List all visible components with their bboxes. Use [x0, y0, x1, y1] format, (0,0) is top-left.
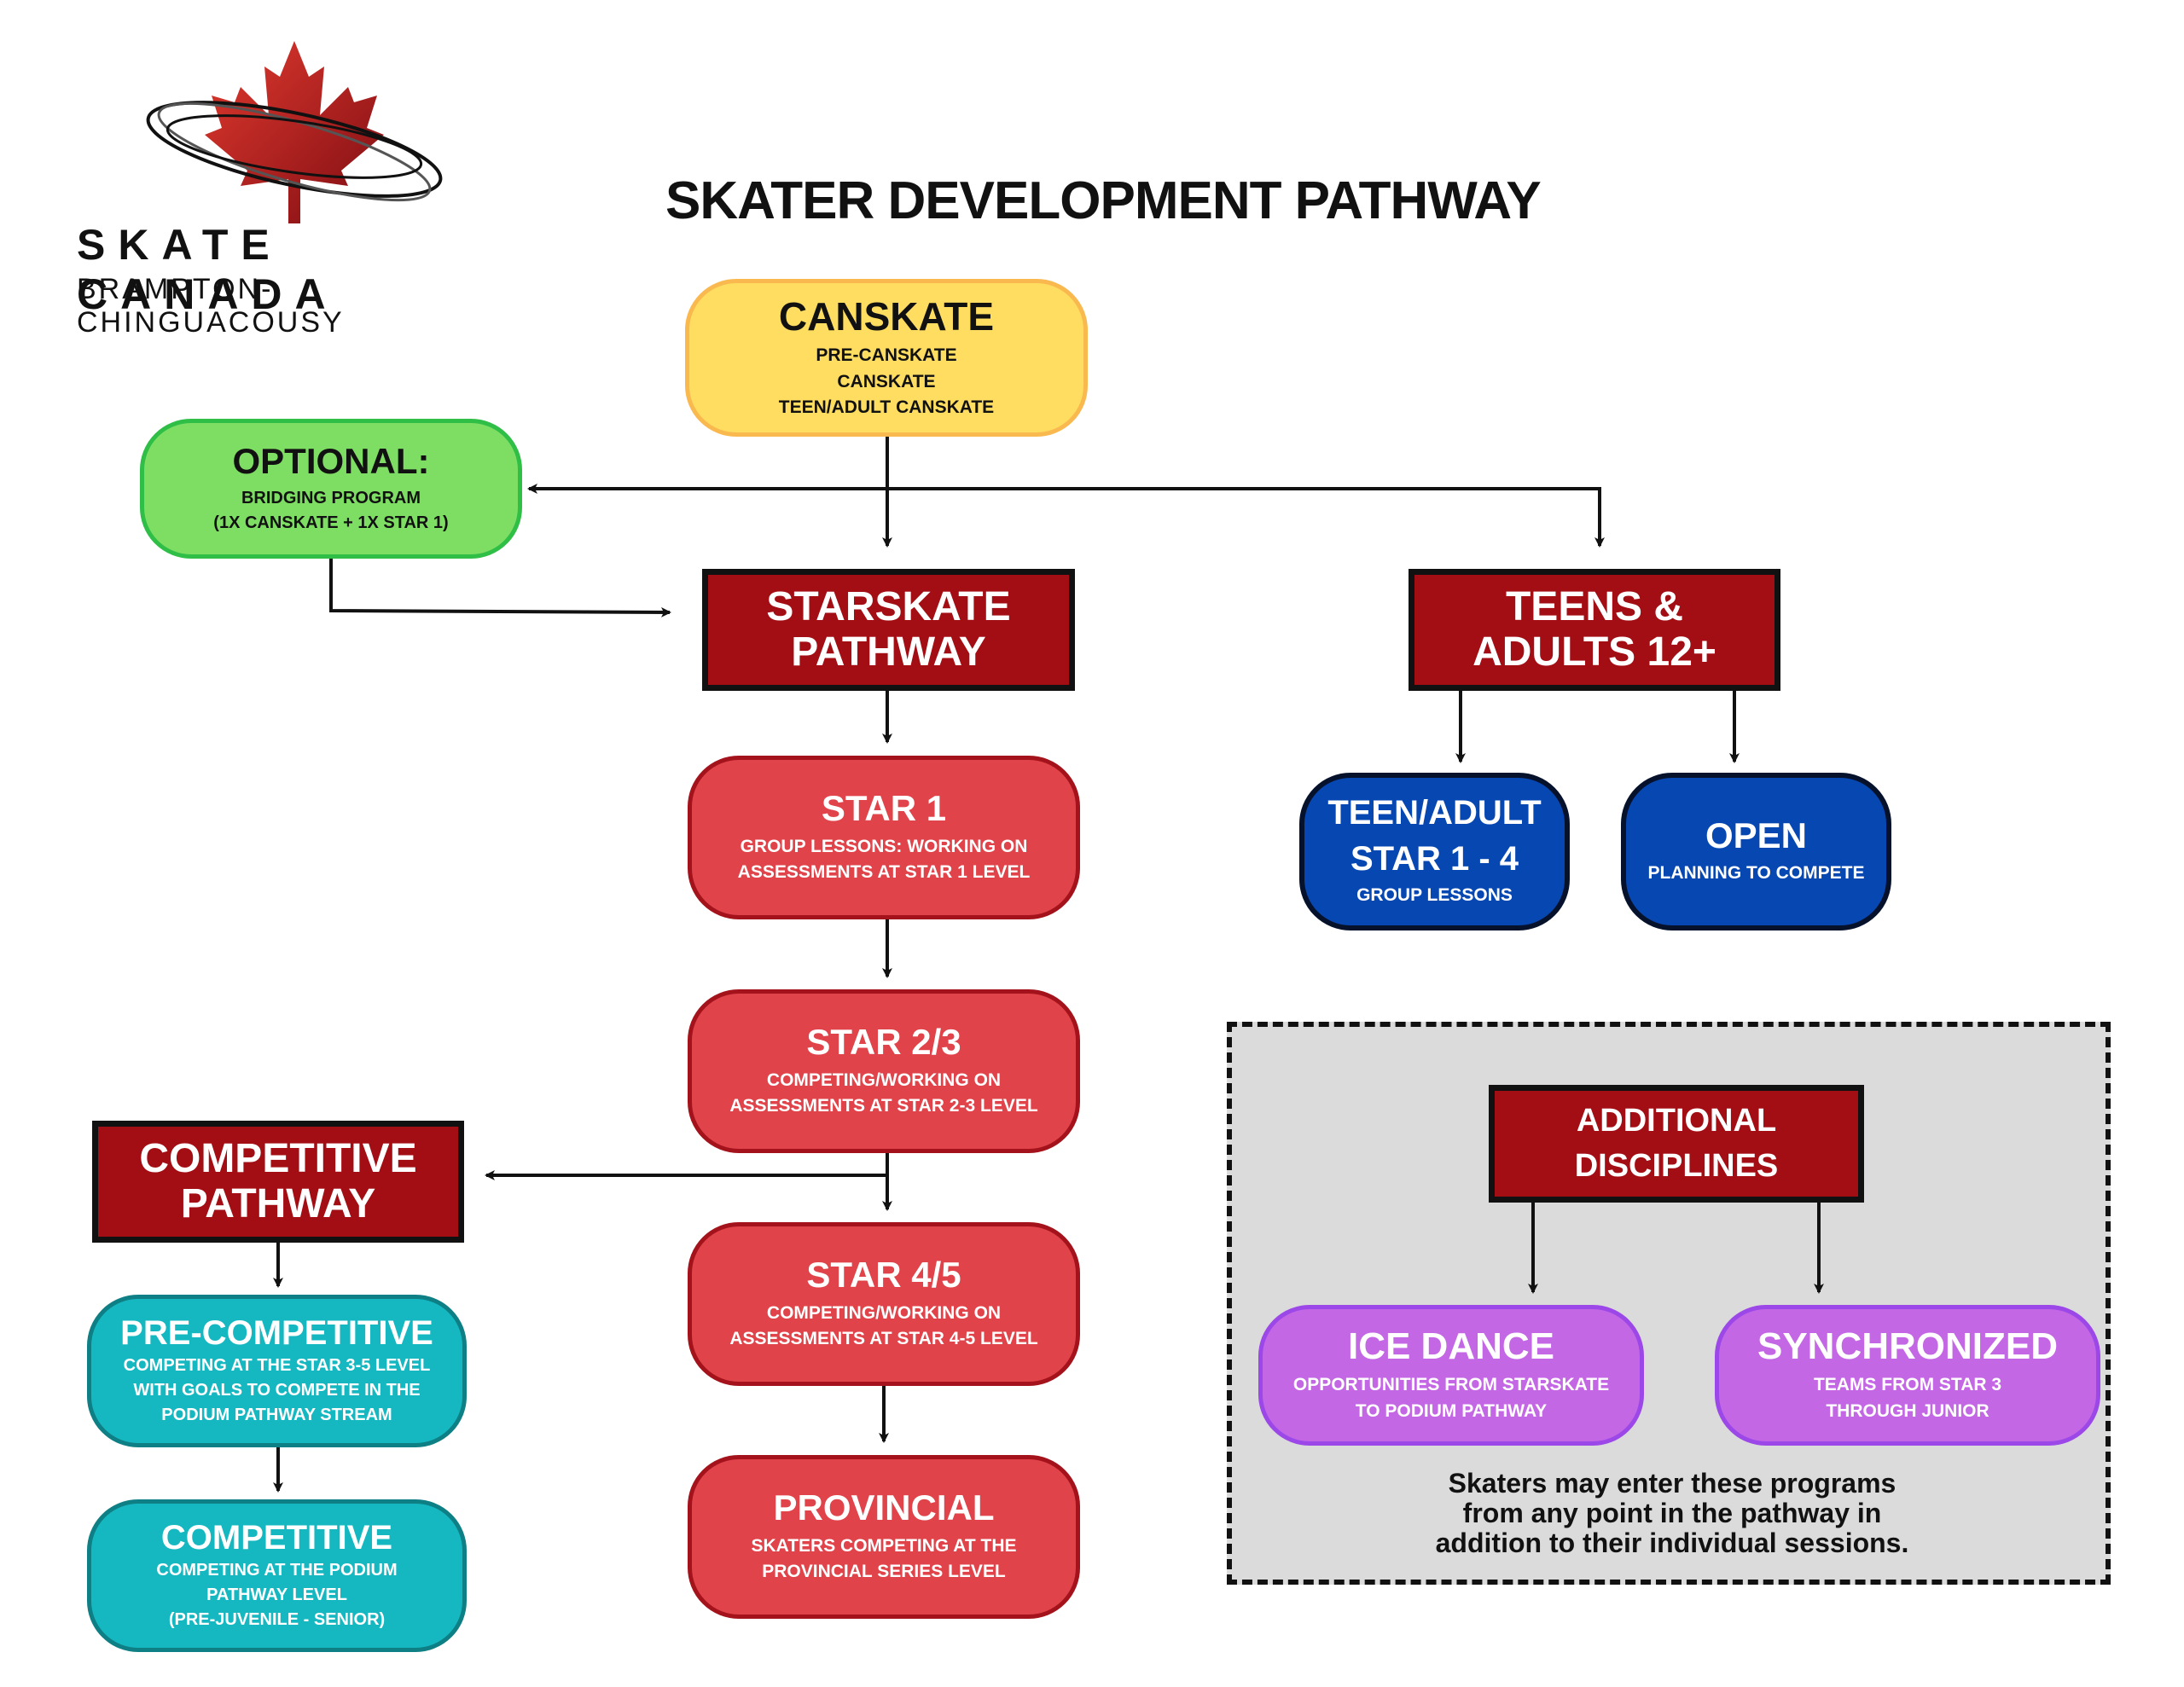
teen-adult-title2: STAR 1 - 4	[1350, 840, 1519, 878]
additional-line: ADDITIONAL	[1576, 1102, 1777, 1139]
teen-adult-title: TEEN/ADULT	[1327, 794, 1542, 832]
brand-name: SKATE CANADA	[77, 221, 339, 318]
canskate-title: CANSKATE	[778, 293, 995, 339]
maple-leaf-icon	[146, 41, 443, 223]
star45-node: STAR 4/5 COMPETING/WORKING ON ASSESSMENT…	[688, 1222, 1080, 1386]
note-line: addition to their individual sessions.	[1435, 1528, 1909, 1559]
teen-adult-line: GROUP LESSONS	[1356, 885, 1513, 906]
competitive-line: COMPETING AT THE PODIUM	[156, 1561, 398, 1580]
additional-disciplines-note: Skaters may enter these programs from an…	[1331, 1468, 2013, 1559]
pre-competitive-line: WITH GOALS TO COMPETE IN THE	[133, 1381, 421, 1400]
star1-line: ASSESSMENTS AT STAR 1 LEVEL	[737, 862, 1031, 883]
ice-dance-node: ICE DANCE OPPORTUNITIES FROM STARSKATE T…	[1258, 1305, 1644, 1446]
teens-line: TEENS &	[1505, 583, 1684, 629]
synchronized-line: THROUGH JUNIOR	[1826, 1400, 1989, 1421]
open-title: OPEN	[1705, 815, 1808, 856]
swoosh-ring-3	[166, 114, 423, 179]
competitive-title: COMPETITIVE	[160, 1519, 393, 1557]
teens-line: ADULTS 12+	[1472, 629, 1716, 675]
provincial-node: PROVINCIAL SKATERS COMPETING AT THE PROV…	[688, 1455, 1080, 1619]
star23-node: STAR 2/3 COMPETING/WORKING ON ASSESSMENT…	[688, 989, 1080, 1153]
edge-optional-starskate	[329, 559, 671, 617]
pre-competitive-title: PRE-COMPETITIVE	[120, 1314, 433, 1352]
competitive-pathway-line: PATHWAY	[180, 1180, 376, 1226]
provincial-line: SKATERS COMPETING AT THE	[751, 1535, 1017, 1556]
edge-canskate-teens	[887, 487, 1605, 548]
synchronized-node: SYNCHRONIZED TEAMS FROM STAR 3 THROUGH J…	[1715, 1305, 2100, 1446]
note-line: Skaters may enter these programs	[1448, 1468, 1896, 1499]
pre-competitive-node: PRE-COMPETITIVE COMPETING AT THE STAR 3-…	[87, 1295, 467, 1447]
optional-line: BRIDGING PROGRAM	[241, 489, 421, 508]
starskate-line: PATHWAY	[791, 629, 986, 675]
star23-line: COMPETING/WORKING ON	[766, 1070, 1002, 1090]
optional-node: OPTIONAL: BRIDGING PROGRAM (1X CANSKATE …	[140, 419, 522, 559]
competitive-line: (PRE-JUVENILE - SENIOR)	[168, 1610, 386, 1629]
brand-subtitle: BRAMPTON-CHINGUACOUSY	[77, 273, 345, 339]
competitive-pathway-line: COMPETITIVE	[139, 1135, 417, 1181]
teen-adult-star-node: TEEN/ADULT STAR 1 - 4 GROUP LESSONS	[1299, 773, 1570, 930]
provincial-line: PROVINCIAL SERIES LEVEL	[762, 1562, 1006, 1582]
star45-line: ASSESSMENTS AT STAR 4-5 LEVEL	[729, 1329, 1038, 1349]
optional-title: OPTIONAL:	[232, 440, 430, 481]
star1-title: STAR 1	[821, 788, 947, 829]
open-node: OPEN PLANNING TO COMPETE	[1621, 773, 1891, 930]
additional-disciplines-node: ADDITIONAL DISCIPLINES	[1489, 1085, 1864, 1203]
canskate-node: CANSKATE PRE-CANSKATE CANSKATE TEEN/ADUL…	[685, 279, 1088, 437]
star1-node: STAR 1 GROUP LESSONS: WORKING ON ASSESSM…	[688, 756, 1080, 919]
ice-dance-line: OPPORTUNITIES FROM STARSKATE	[1292, 1375, 1610, 1395]
star45-line: COMPETING/WORKING ON	[766, 1302, 1002, 1323]
synchronized-line: TEAMS FROM STAR 3	[1813, 1375, 2002, 1395]
canskate-line: CANSKATE	[837, 371, 936, 391]
teens-adults-node: TEENS & ADULTS 12+	[1409, 569, 1780, 691]
canskate-line: PRE-CANSKATE	[816, 345, 957, 366]
optional-line: (1X CANSKATE + 1X STAR 1)	[213, 513, 449, 533]
competitive-pathway-node: COMPETITIVE PATHWAY	[92, 1121, 464, 1243]
canskate-line: TEEN/ADULT CANSKATE	[778, 397, 995, 418]
provincial-title: PROVINCIAL	[773, 1487, 995, 1528]
page-title: SKATER DEVELOPMENT PATHWAY	[665, 171, 1542, 230]
star23-line: ASSESSMENTS AT STAR 2-3 LEVEL	[729, 1096, 1038, 1116]
star23-title: STAR 2/3	[806, 1022, 961, 1063]
additional-line: DISCIPLINES	[1574, 1148, 1779, 1184]
starskate-line: STARSKATE	[766, 583, 1011, 629]
open-line: PLANNING TO COMPETE	[1647, 863, 1865, 884]
star1-line: GROUP LESSONS: WORKING ON	[740, 836, 1028, 856]
pre-competitive-line: COMPETING AT THE STAR 3-5 LEVEL	[123, 1356, 431, 1375]
ice-dance-line: TO PODIUM PATHWAY	[1355, 1400, 1548, 1421]
starskate-pathway-node: STARSKATE PATHWAY	[702, 569, 1075, 691]
competitive-node: COMPETITIVE COMPETING AT THE PODIUM PATH…	[87, 1499, 467, 1652]
swoosh-ring-1	[146, 101, 443, 198]
star45-title: STAR 4/5	[806, 1255, 961, 1296]
competitive-line: PATHWAY LEVEL	[206, 1586, 347, 1604]
ice-dance-title: ICE DANCE	[1347, 1325, 1555, 1367]
note-line: from any point in the pathway in	[1462, 1498, 1882, 1529]
pre-competitive-line: PODIUM PATHWAY STREAM	[161, 1406, 392, 1424]
synchronized-title: SYNCHRONIZED	[1757, 1325, 2059, 1367]
